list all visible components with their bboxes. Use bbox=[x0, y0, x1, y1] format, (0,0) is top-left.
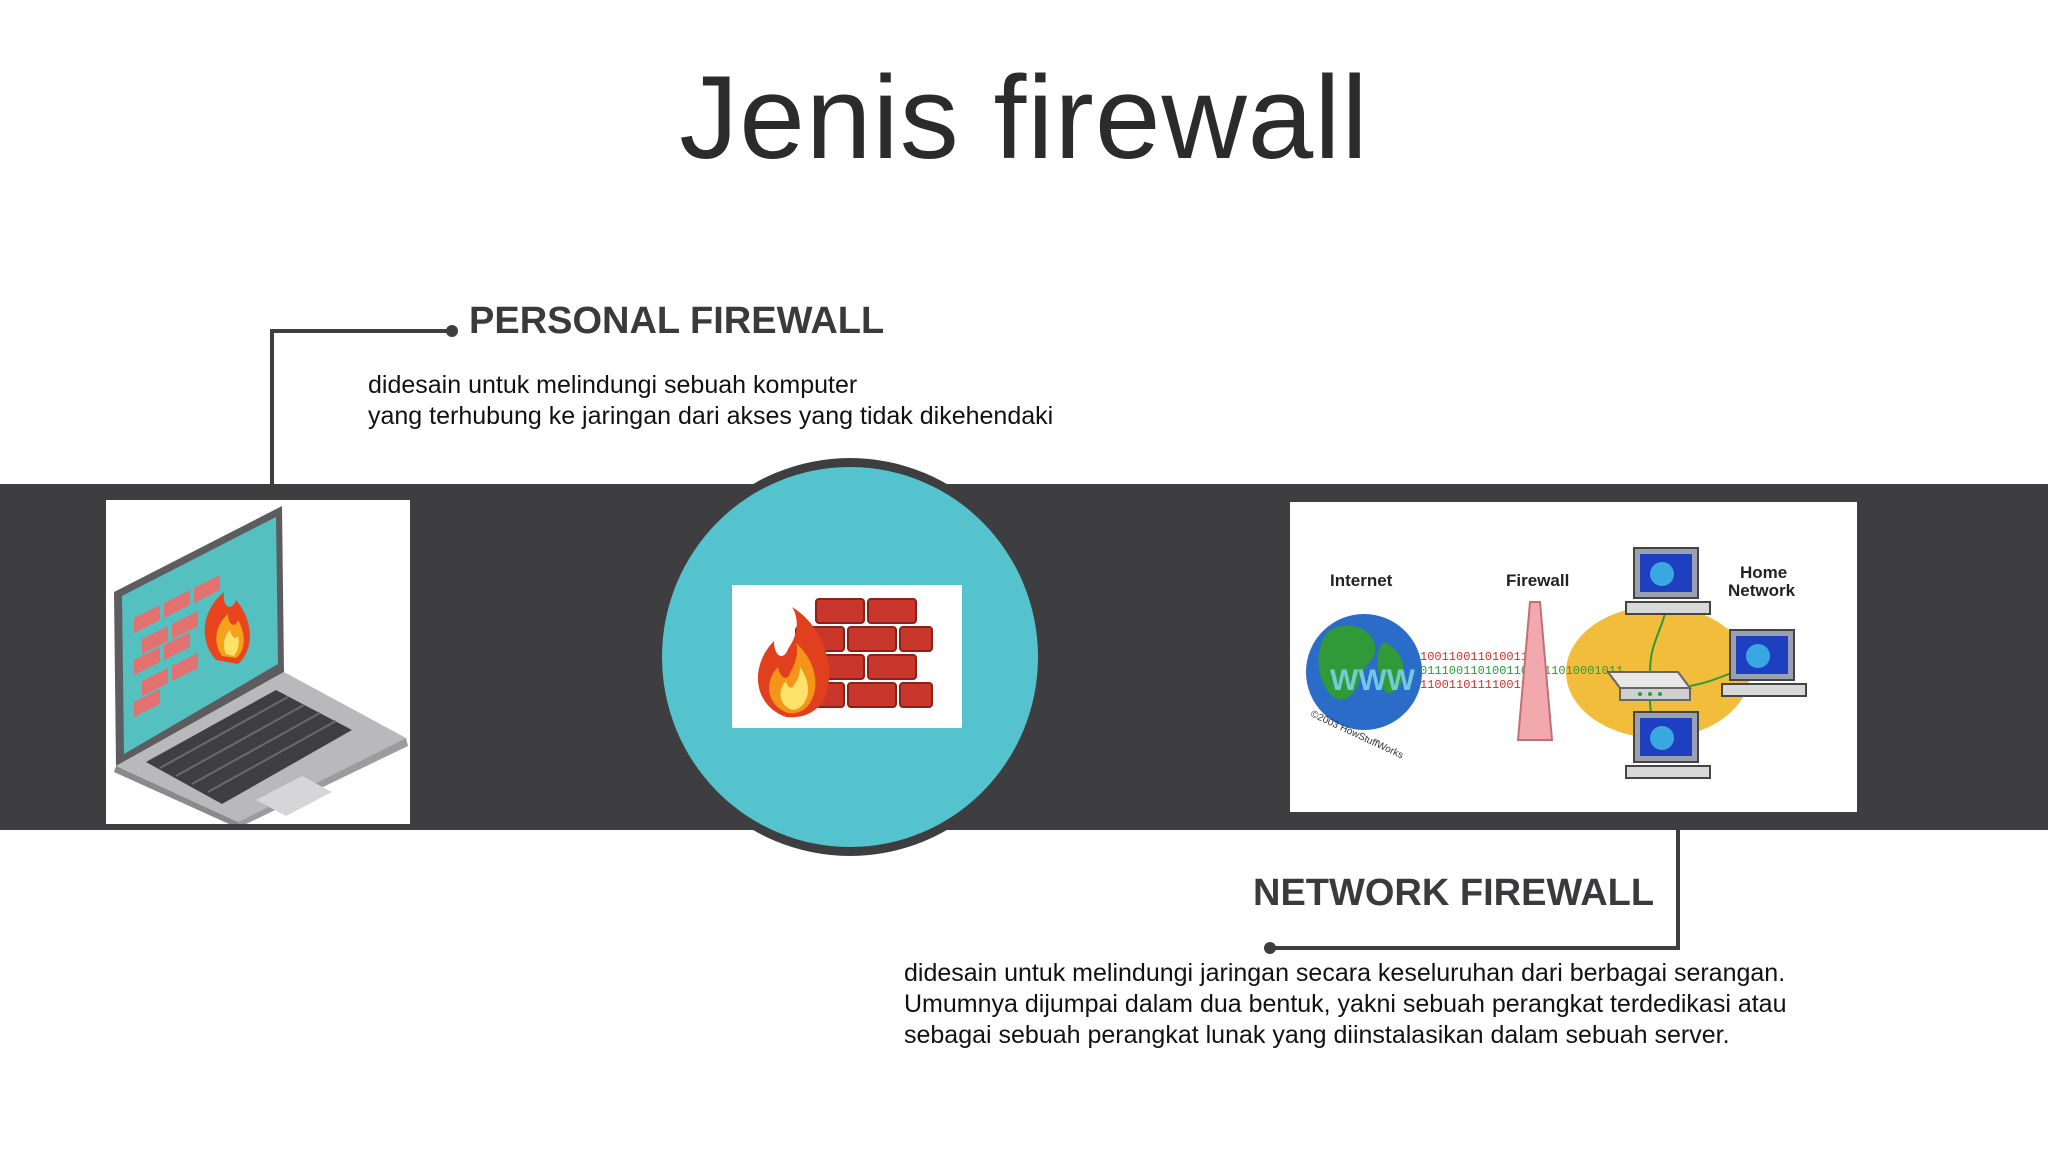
bits-red: 100110011010011 bbox=[1420, 650, 1528, 664]
network-diagram-image: WWW ©2003 HowStuffWorks 100110011010011 … bbox=[1290, 502, 1857, 812]
router-icon bbox=[1606, 671, 1692, 701]
computer-icon-top bbox=[1625, 547, 1711, 615]
internet-label: Internet bbox=[1330, 571, 1393, 590]
personal-desc-line-2: yang terhubung ke jaringan dari akses ya… bbox=[368, 402, 1054, 430]
www-label: WWW bbox=[1330, 664, 1416, 697]
network-firewall-description: didesain untuk melindungi jaringan secar… bbox=[904, 958, 1786, 1051]
firewall-tower bbox=[1516, 601, 1554, 741]
network-connector-dot bbox=[1264, 942, 1276, 954]
computer-icon-bottom bbox=[1625, 711, 1711, 779]
laptop-firewall-image bbox=[106, 500, 410, 824]
network-connector bbox=[1270, 812, 1680, 950]
personal-connector bbox=[270, 329, 452, 484]
bits-red-2: 110011011110011 bbox=[1420, 678, 1528, 692]
personal-firewall-description: didesain untuk melindungi sebuah kompute… bbox=[368, 370, 1053, 432]
network-desc-line-1: didesain untuk melindungi jaringan secar… bbox=[904, 959, 1786, 987]
brick-wall-flame-icon bbox=[732, 585, 962, 728]
page-title: Jenis firewall bbox=[679, 52, 1369, 184]
bits-green: 0111001101001101 bbox=[1420, 664, 1535, 678]
personal-connector-dot bbox=[446, 325, 458, 337]
network-desc-line-2: Umumnya dijumpai dalam dua bentuk, yakni… bbox=[904, 990, 1787, 1018]
firewall-label: Firewall bbox=[1506, 571, 1569, 590]
computer-icon-right bbox=[1721, 629, 1807, 697]
personal-firewall-heading: PERSONAL FIREWALL bbox=[469, 300, 885, 342]
network-firewall-heading: NETWORK FIREWALL bbox=[1253, 872, 1655, 914]
home-label: Home bbox=[1740, 563, 1787, 582]
bits-right: 11010001011 bbox=[1544, 664, 1623, 678]
network-desc-line-3: sebagai sebuah perangkat lunak yang diin… bbox=[904, 1021, 1730, 1049]
network-label: Network bbox=[1728, 581, 1796, 600]
personal-desc-line-1: didesain untuk melindungi sebuah kompute… bbox=[368, 371, 858, 399]
